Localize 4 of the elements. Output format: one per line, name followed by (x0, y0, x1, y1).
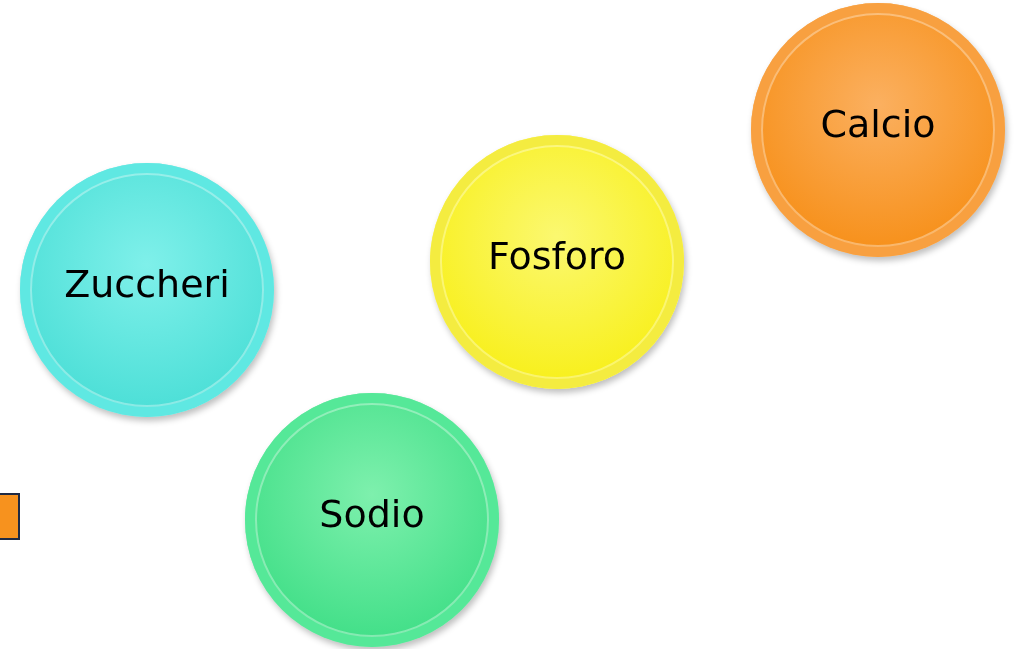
node-label: Fosforo (487, 234, 627, 278)
node-label: Sodio (319, 492, 425, 536)
node-label: Calcio (820, 102, 936, 146)
node-label: Zuccheri (64, 262, 230, 306)
